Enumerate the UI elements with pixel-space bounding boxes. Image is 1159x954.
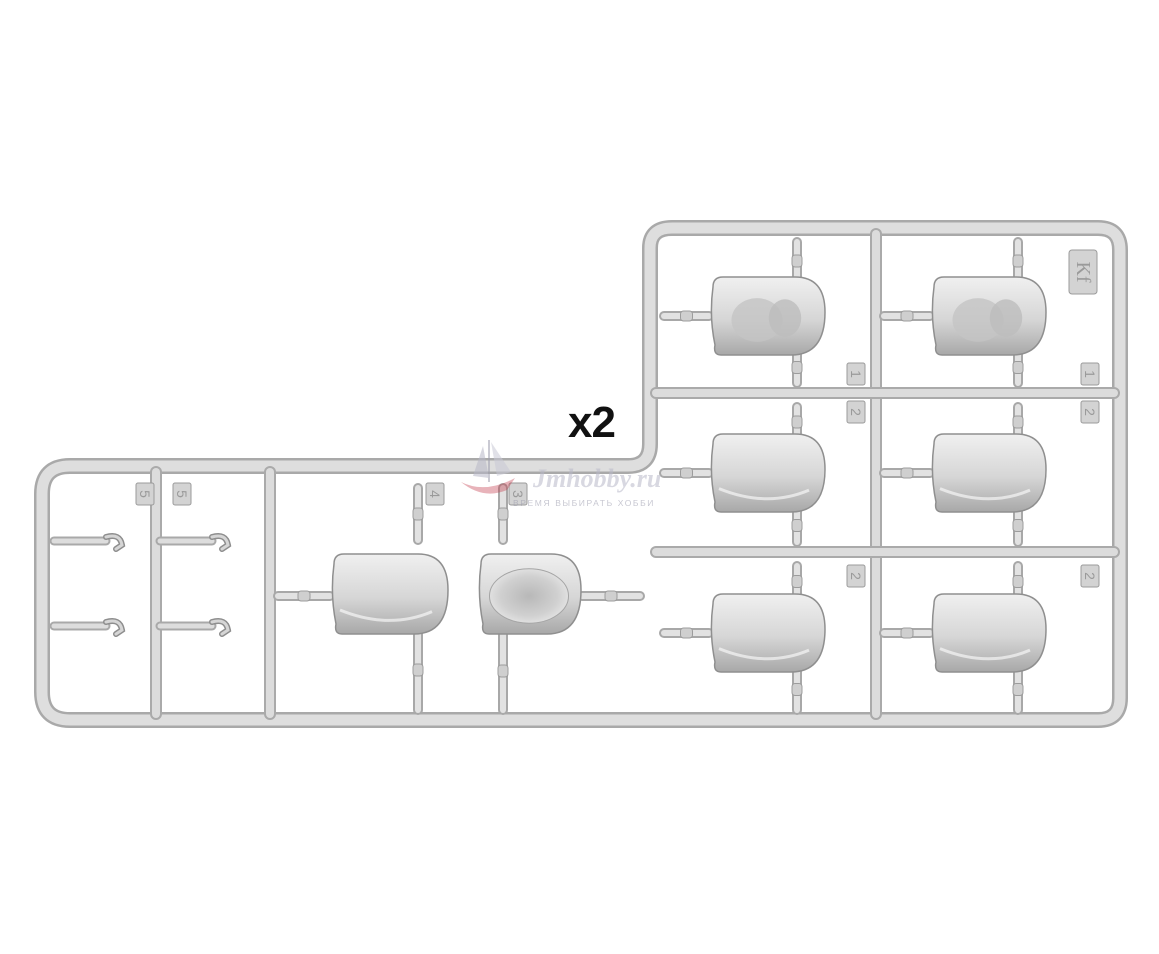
part-number: 1 <box>1082 370 1098 378</box>
seat-parts <box>331 276 1047 673</box>
part-number: 2 <box>848 572 864 580</box>
watermark-site: Jmhobby.ru <box>533 464 662 493</box>
gate <box>659 627 714 639</box>
seat-part <box>710 593 826 673</box>
gate <box>791 402 803 442</box>
gate <box>879 467 935 479</box>
hook-part <box>155 618 232 637</box>
part-number-tab: 2 <box>1080 564 1100 588</box>
gate <box>577 590 645 602</box>
gate <box>497 483 509 545</box>
gate <box>273 590 335 602</box>
seat-part <box>931 433 1047 513</box>
gate <box>791 664 803 715</box>
gate <box>1012 561 1024 602</box>
hook-parts <box>49 533 232 637</box>
seat-part <box>710 433 826 513</box>
gate <box>879 310 935 322</box>
part-number-tabs: 1 1 2 2 2 2 5 5 4 3 Kf <box>135 249 1100 588</box>
gate <box>791 504 803 547</box>
part-number-tab: 4 <box>425 482 445 506</box>
watermark-ship-logo <box>461 440 515 494</box>
part-number-tab: 1 <box>1080 362 1100 386</box>
gate <box>659 467 714 479</box>
seat-part <box>478 553 582 635</box>
watermark-tagline: ВРЕМЯ ВЫБИРАТЬ ХОББИ <box>513 498 655 508</box>
gate <box>1012 402 1024 442</box>
gate <box>659 310 714 322</box>
seat-part <box>931 276 1047 356</box>
gate <box>412 625 424 715</box>
part-number: 2 <box>848 408 864 416</box>
sprue-code-tab: Kf <box>1068 249 1098 295</box>
watermark: Jmhobby.ru ВРЕМЯ ВЫБИРАТЬ ХОББИ <box>455 438 705 518</box>
sprue-code: Kf <box>1072 261 1094 282</box>
part-number: 2 <box>1082 408 1098 416</box>
part-number-tab: 5 <box>172 482 192 506</box>
seat-part <box>931 593 1047 673</box>
gates <box>273 237 1024 715</box>
part-number: 3 <box>510 490 526 498</box>
gate <box>879 627 935 639</box>
part-number-tab: 3 <box>508 482 528 506</box>
part-number: 4 <box>427 490 443 498</box>
gate <box>791 347 803 388</box>
part-number-tab: 5 <box>135 482 155 506</box>
part-number: 1 <box>848 370 864 378</box>
quantity-label: x2 <box>568 398 616 447</box>
part-number: 2 <box>1082 572 1098 580</box>
part-number-tab: 2 <box>1080 400 1100 424</box>
inner-runners <box>150 228 1120 720</box>
gate <box>412 483 424 545</box>
sprue-runner <box>34 220 1128 728</box>
gate <box>497 627 509 715</box>
hook-part <box>49 533 126 552</box>
hook-part <box>155 533 232 552</box>
part-number-tab: 2 <box>846 400 866 424</box>
gate <box>791 561 803 602</box>
part-number: 5 <box>137 490 153 498</box>
gate <box>1012 347 1024 388</box>
gate <box>1012 664 1024 715</box>
gate <box>1012 237 1024 285</box>
hook-part <box>49 618 126 637</box>
seat-part <box>710 276 826 356</box>
part-number-tab: 1 <box>846 362 866 386</box>
gate <box>1012 504 1024 547</box>
part-number: 5 <box>174 490 190 498</box>
seat-part <box>331 553 449 635</box>
gate <box>791 237 803 285</box>
part-number-tab: 2 <box>846 564 866 588</box>
